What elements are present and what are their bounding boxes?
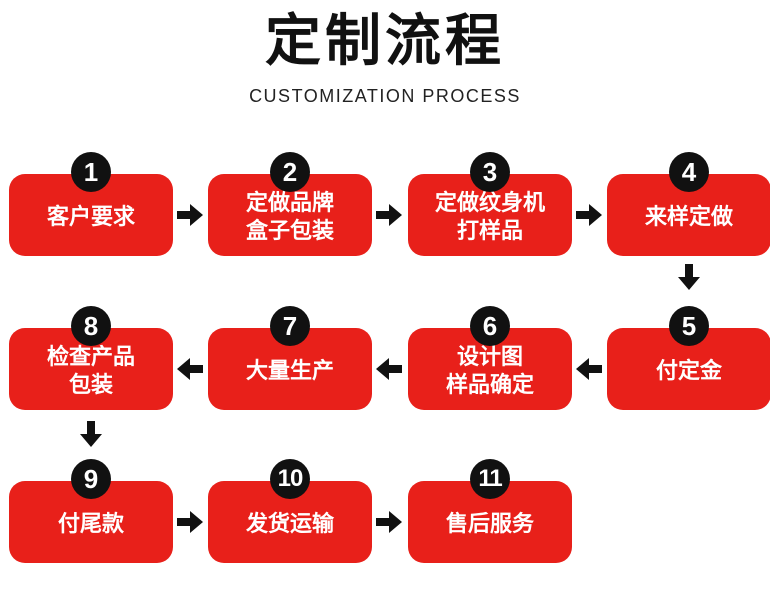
step-9: 付尾款 9 [9, 459, 173, 563]
arrow-right-icon [376, 204, 402, 226]
step-label: 设计图 样品确定 [445, 345, 534, 398]
step-label: 付定金 [655, 359, 722, 384]
step-number-badge: 7 [270, 306, 310, 346]
step-5: 付定金 5 [607, 306, 770, 410]
step-number-badge: 8 [71, 306, 111, 346]
step-label: 定做纹身机 打样品 [434, 191, 545, 244]
arrow-right-icon [177, 511, 203, 533]
arrow-down-icon [678, 264, 700, 290]
step-label: 定做品牌 盒子包装 [245, 191, 334, 244]
arrow-down-icon [80, 421, 102, 447]
arrow-right-icon [576, 204, 602, 226]
step-4: 来样定做 4 [607, 152, 770, 256]
step-number-badge: 6 [470, 306, 510, 346]
step-3: 定做纹身机 打样品 3 [408, 152, 572, 256]
step-number-badge: 9 [71, 459, 111, 499]
arrow-left-icon [576, 358, 602, 380]
step-8: 检查产品 包装 8 [9, 306, 173, 410]
page-subtitle: CUSTOMIZATION PROCESS [249, 86, 521, 106]
step-2: 定做品牌 盒子包装 2 [208, 152, 372, 256]
arrow-left-icon [376, 358, 402, 380]
arrow-right-icon [177, 204, 203, 226]
step-11: 售后服务 11 [408, 459, 572, 563]
step-7: 大量生产 7 [208, 306, 372, 410]
page-title: 定制流程 [265, 9, 505, 74]
step-number-badge: 2 [270, 152, 310, 192]
step-number-badge: 1 [71, 152, 111, 192]
step-box: 定做品牌 盒子包装 [208, 174, 372, 256]
step-number-badge: 11 [470, 459, 510, 499]
step-number-badge: 5 [669, 306, 709, 346]
step-label: 大量生产 [245, 359, 334, 384]
step-label: 发货运输 [245, 512, 334, 537]
step-number-badge: 4 [669, 152, 709, 192]
step-label: 检查产品 包装 [46, 345, 135, 398]
step-label: 售后服务 [445, 512, 534, 537]
arrow-left-icon [177, 358, 203, 380]
step-label: 客户要求 [46, 205, 135, 230]
step-label: 付尾款 [57, 512, 124, 537]
step-number-badge: 10 [270, 459, 310, 499]
arrow-right-icon [376, 511, 402, 533]
step-1: 客户要求 1 [9, 152, 173, 256]
step-label: 来样定做 [644, 205, 733, 230]
step-6: 设计图 样品确定 6 [408, 306, 572, 410]
step-number-badge: 3 [470, 152, 510, 192]
step-10: 发货运输 10 [208, 459, 372, 563]
